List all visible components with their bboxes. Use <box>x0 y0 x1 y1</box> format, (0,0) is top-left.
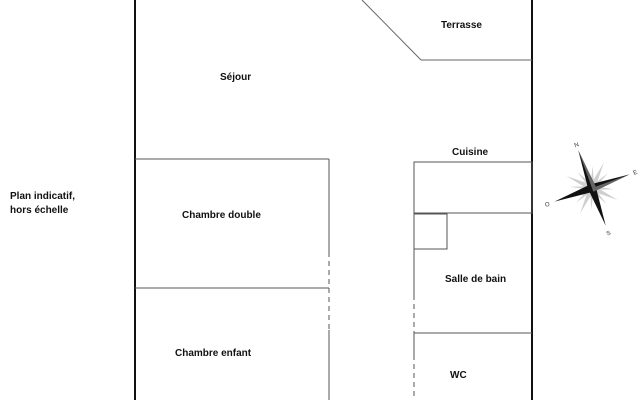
svg-text:S: S <box>606 231 612 238</box>
compass-rose-icon: N E S O <box>544 142 639 238</box>
cuisine-counter <box>413 161 533 214</box>
room-label-chambre-enfant: Chambre enfant <box>175 348 252 359</box>
room-label-sejour: Séjour <box>220 72 252 83</box>
room-label-cuisine: Cuisine <box>452 147 489 158</box>
svg-text:E: E <box>633 170 639 177</box>
svg-text:N: N <box>574 142 580 149</box>
room-label-wc: WC <box>450 370 467 381</box>
bathroom-fixture <box>413 213 448 250</box>
room-label-salle-de-bain: Salle de bain <box>445 274 507 285</box>
terrasse-diagonal-wall <box>361 0 422 61</box>
scale-note: Plan indicatif, hors échelle <box>10 190 75 218</box>
room-label-chambre-double: Chambre double <box>182 210 261 221</box>
room-label-terrasse: Terrasse <box>441 20 482 31</box>
scale-note-line1: Plan indicatif, <box>10 191 76 202</box>
scale-note-line2: hors échelle <box>10 205 69 216</box>
svg-text:O: O <box>544 202 551 209</box>
